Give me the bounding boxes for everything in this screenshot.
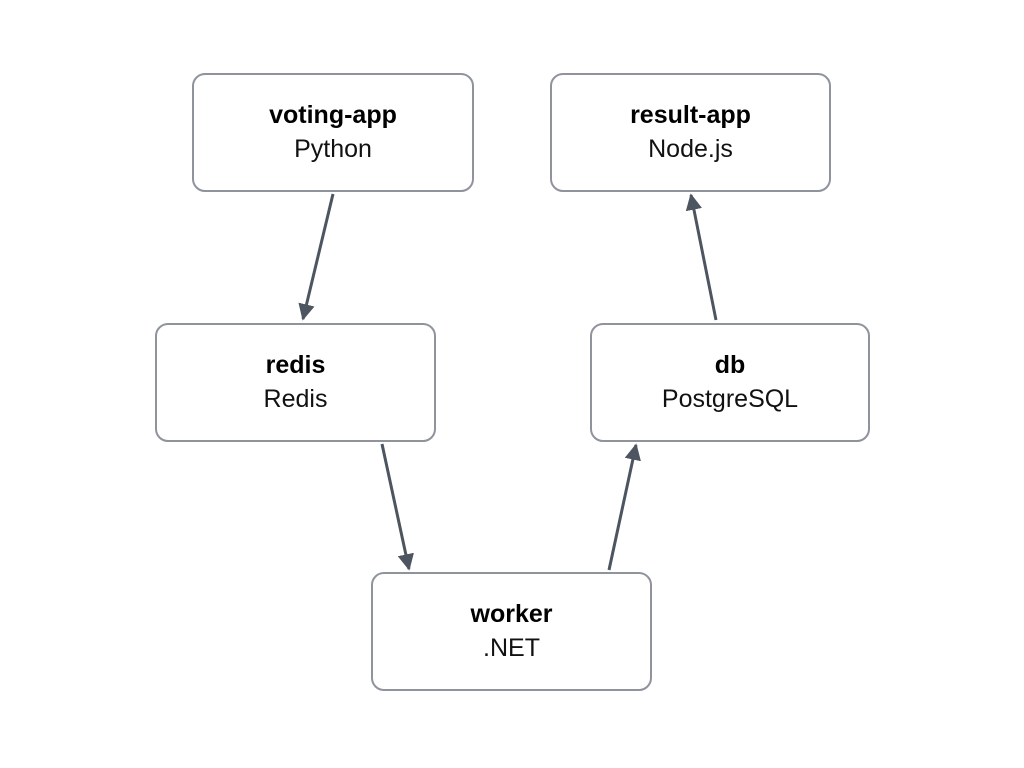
node-result-app-title: result-app: [630, 100, 751, 129]
node-redis-title: redis: [265, 350, 326, 379]
node-voting-app-title: voting-app: [269, 100, 397, 129]
node-result-app: result-app Node.js: [550, 73, 831, 192]
node-worker: worker .NET: [371, 572, 652, 691]
node-redis: redis Redis: [155, 323, 436, 442]
node-db-title: db: [714, 350, 746, 379]
node-worker-title: worker: [470, 599, 553, 628]
node-db-tech: PostgreSQL: [661, 384, 799, 413]
edge-redis-to-worker: [380, 443, 414, 571]
node-redis-tech: Redis: [263, 384, 328, 413]
edge-db-to-result-app: [685, 193, 718, 321]
edge-voting-app-to-redis: [298, 193, 335, 321]
node-worker-tech: .NET: [483, 633, 540, 662]
node-db: db PostgreSQL: [590, 323, 870, 442]
node-voting-app-tech: Python: [294, 134, 372, 163]
node-result-app-tech: Node.js: [648, 134, 733, 163]
node-voting-app: voting-app Python: [192, 73, 474, 192]
edge-worker-to-db: [607, 443, 641, 571]
